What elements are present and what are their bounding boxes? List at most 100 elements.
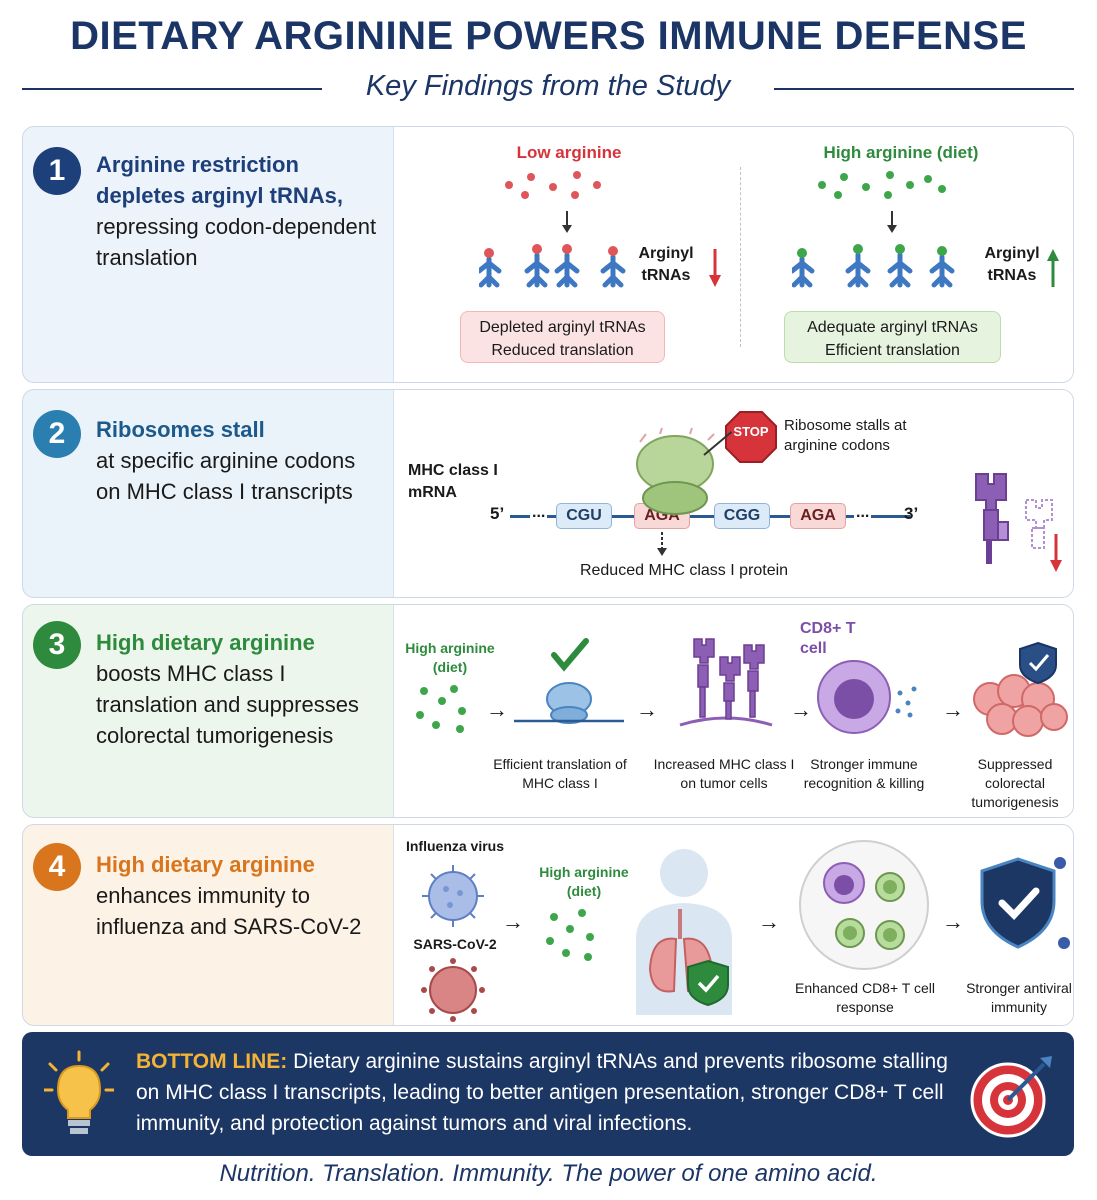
stop-sign-text: STOP xyxy=(733,424,769,439)
arrow-down-icon xyxy=(709,249,721,287)
diet-label-4: High arginine (diet) xyxy=(539,864,629,899)
codon-cgu: CGU xyxy=(556,503,612,529)
step-number-3: 3 xyxy=(33,621,81,669)
sars-cov-2-virus-icon xyxy=(421,958,485,1022)
footer-tagline: Nutrition. Translation. Immunity. The po… xyxy=(219,1160,878,1187)
mrna-ellipsis-left: ... xyxy=(530,504,548,522)
human-lungs-icon xyxy=(636,849,732,1015)
codon-cgg: CGG xyxy=(714,503,770,529)
subtitle-rule-left xyxy=(22,88,322,90)
bottom-line-label: BOTTOM LINE: xyxy=(136,1050,288,1073)
low-arginyl-trna-label: Arginyl tRNAs xyxy=(638,245,694,284)
panel-1-headline: Arginine restriction depletes arginyl tR… xyxy=(96,152,343,208)
panel-4-text: High dietary arginine enhances immunity … xyxy=(96,849,385,942)
mrna-label: MHC class I mRNA xyxy=(408,462,498,501)
panel-1: 1 Arginine restriction depletes arginyl … xyxy=(22,126,1074,383)
arginine-dots-icon xyxy=(546,909,594,961)
cd8-tcell-response-icon xyxy=(799,840,929,970)
panel-2-summary: 2 Ribosomes stall at specific arginine c… xyxy=(23,390,393,597)
low-result-line1: Depleted arginyl tRNAs xyxy=(479,319,646,336)
step-antiviral-immunity: Stronger antiviral immunity xyxy=(966,980,1072,1015)
step-number-1: 1 xyxy=(33,147,81,195)
step-number-4: 4 xyxy=(33,843,81,891)
arrow-right-icon: → xyxy=(790,697,812,722)
panel-3-text: High dietary arginine boosts MHC class I… xyxy=(96,627,385,751)
panel-2: 2 Ribosomes stall at specific arginine c… xyxy=(22,389,1074,598)
mrna-ellipsis-right: ... xyxy=(854,504,872,522)
high-arginyl-trna-label: Arginyl tRNAs xyxy=(984,245,1040,284)
cd8-tcell-icon xyxy=(817,660,917,734)
panel-1-summary: 1 Arginine restriction depletes arginyl … xyxy=(23,127,393,382)
stall-note: Ribosome stalls at arginine codons xyxy=(784,417,907,454)
arginine-dots-icon xyxy=(416,685,466,733)
panel-3: 3 High dietary arginine boosts MHC class… xyxy=(22,604,1074,818)
high-arginine-trna-icon xyxy=(792,171,955,288)
subtitle-row: Key Findings from the Study xyxy=(22,70,1074,110)
three-prime-label: 3’ xyxy=(904,504,919,523)
lightbulb-icon xyxy=(44,1050,114,1134)
arrow-right-icon: → xyxy=(942,909,964,934)
low-arginine-trna-icon xyxy=(479,171,626,288)
low-arginine-heading: Low arginine xyxy=(516,143,622,162)
step-number-2: 2 xyxy=(33,410,81,458)
panel-2-body: at specific arginine codons on MHC class… xyxy=(96,448,356,504)
panel-1-text: Arginine restriction depletes arginyl tR… xyxy=(96,149,385,273)
arrow-down-icon xyxy=(657,532,667,556)
ribosome-checkmark-icon xyxy=(514,638,624,724)
arrow-right-icon: → xyxy=(636,697,658,722)
mhc-class-i-icon xyxy=(975,473,1062,572)
mhc-tumor-cell-icon xyxy=(679,638,773,727)
codon-aga-2: AGA xyxy=(790,503,846,529)
influenza-virus-icon xyxy=(422,865,484,927)
stop-sign-icon xyxy=(725,411,777,463)
bottom-line-body: Dietary arginine sustains arginyl tRNAs … xyxy=(136,1050,948,1135)
arrow-right-icon: → xyxy=(486,697,508,722)
panel-4-illustration: Influenza virus SARS-CoV-2 → High argini… xyxy=(393,825,1073,1025)
arrow-up-icon xyxy=(1047,249,1059,287)
panel-2-headline: Ribosomes stall xyxy=(96,417,265,442)
step-immune-recognition: Stronger immune recognition & killing xyxy=(803,756,925,791)
panel-4-body: enhances immunity to influenza and SARS-… xyxy=(96,883,362,939)
high-arginine-result-box: Adequate arginyl tRNAs Efficient transla… xyxy=(784,311,1001,363)
page-title: DIETARY ARGININE POWERS IMMUNE DEFENSE xyxy=(70,14,1027,58)
panel-1-illustration: Low arginine Arginyl tRNAs Depleted arg xyxy=(393,127,1073,382)
step-efficient-translation: Efficient translation of MHC class I xyxy=(493,756,627,791)
panel-3-summary: 3 High dietary arginine boosts MHC class… xyxy=(23,605,393,817)
panel-4-headline: High dietary arginine xyxy=(96,852,315,877)
antiviral-shield-icon xyxy=(980,857,1070,949)
cd8-tcell-label: CD8+ T cell xyxy=(800,620,856,657)
panel-4: 4 High dietary arginine enhances immunit… xyxy=(22,824,1074,1026)
subtitle-rule-right xyxy=(774,88,1074,90)
arrow-right-icon: → xyxy=(942,697,964,722)
target-icon xyxy=(970,1056,1052,1138)
diet-label-3: High arginine (diet) xyxy=(405,640,495,675)
ribosome-icon xyxy=(636,428,715,515)
step-increased-mhc: Increased MHC class I on tumor cells xyxy=(653,756,795,791)
bottom-line-box: BOTTOM LINE: Dietary arginine sustains a… xyxy=(22,1032,1074,1156)
step-suppressed-tumorigenesis: Suppressed colorectal tumorigenesis xyxy=(971,756,1059,810)
panel-3-illustration: High arginine (diet) → Efficient transla… xyxy=(393,605,1073,817)
five-prime-label: 5’ xyxy=(490,504,505,523)
panel-3-headline: High dietary arginine xyxy=(96,630,315,655)
high-result-line1: Adequate arginyl tRNAs xyxy=(807,319,978,336)
suppressed-tumor-icon xyxy=(973,641,1068,737)
reduced-mhc-label: Reduced MHC class I protein xyxy=(579,562,789,579)
panel-1-body: repressing codon-dependent translation xyxy=(96,214,377,270)
step-enhanced-cd8: Enhanced CD8+ T cell response xyxy=(795,980,935,1015)
sars-cov-2-label: SARS-CoV-2 xyxy=(413,936,497,952)
high-result-line2: Efficient translation xyxy=(825,342,960,359)
mrna-strand xyxy=(510,515,910,518)
influenza-label: Influenza virus xyxy=(405,838,505,854)
bottom-line-text: BOTTOM LINE: Dietary arginine sustains a… xyxy=(136,1046,956,1139)
panel-2-illustration: MHC class I mRNA 5’ ... CGU AGA CGG AGA … xyxy=(393,390,1073,597)
low-arginine-result-box: Depleted arginyl tRNAs Reduced translati… xyxy=(460,311,665,363)
low-result-line2: Reduced translation xyxy=(491,342,634,359)
panel-4-summary: 4 High dietary arginine enhances immunit… xyxy=(23,825,393,1025)
panel-3-body: boosts MHC class I translation and suppr… xyxy=(96,661,359,748)
arrow-right-icon: → xyxy=(502,909,524,934)
panel-1-divider xyxy=(740,167,741,347)
panel-2-text: Ribosomes stall at specific arginine cod… xyxy=(96,414,385,507)
high-arginine-heading: High arginine (diet) xyxy=(823,143,979,162)
page-subtitle: Key Findings from the Study xyxy=(365,70,731,102)
arrow-right-icon: → xyxy=(758,909,780,934)
